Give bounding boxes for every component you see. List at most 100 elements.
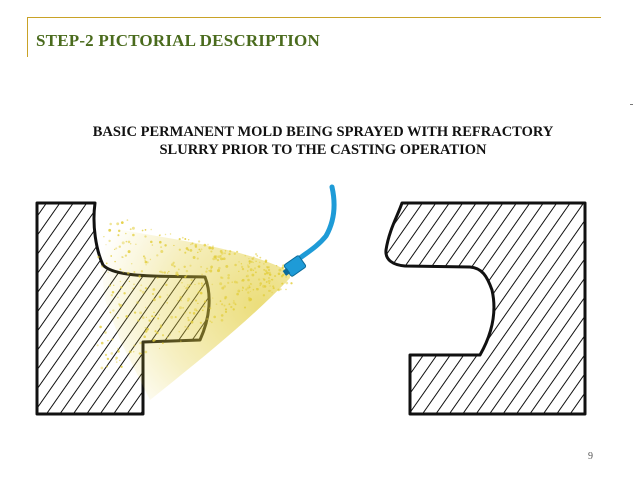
slurry-droplet	[119, 280, 122, 283]
slurry-droplet	[247, 278, 250, 282]
slurry-droplet	[200, 282, 203, 285]
slurry-droplet	[252, 261, 255, 264]
slurry-droplet	[169, 333, 171, 336]
slurry-droplet	[156, 254, 159, 257]
slurry-droplet	[210, 321, 213, 324]
slurry-droplet	[231, 281, 233, 283]
slurry-droplet	[180, 299, 183, 302]
slurry-droplet	[187, 297, 191, 301]
slurry-droplet	[262, 278, 264, 280]
slurry-droplet	[154, 330, 157, 333]
slurry-droplet	[236, 250, 239, 253]
slurry-droplet	[212, 245, 214, 247]
slurry-droplet	[108, 239, 111, 243]
slurry-droplet	[137, 319, 139, 322]
figure-caption: BASIC PERMANENT MOLD BEING SPRAYED WITH …	[18, 123, 628, 159]
slurry-droplet	[245, 275, 248, 278]
slurry-droplet	[259, 282, 262, 285]
slurry-droplet	[144, 235, 147, 238]
slurry-droplet	[178, 248, 181, 251]
slurry-droplet	[132, 233, 135, 237]
slurry-droplet	[165, 283, 168, 287]
slurry-droplet	[209, 269, 213, 273]
slurry-droplet	[233, 252, 236, 255]
slurry-droplet	[131, 226, 135, 230]
slurry-droplet	[164, 233, 167, 236]
slurry-droplet	[224, 310, 228, 313]
title-top-rule	[27, 17, 601, 18]
slurry-droplet	[271, 291, 273, 294]
slurry-droplet	[188, 239, 190, 241]
slurry-droplet	[278, 268, 282, 272]
slurry-droplet	[209, 320, 211, 322]
slurry-droplet	[114, 248, 116, 251]
slurry-droplet	[184, 287, 187, 289]
slurry-droplet	[186, 327, 190, 330]
slurry-droplet	[244, 306, 246, 309]
slurry-droplet	[144, 260, 148, 264]
slurry-droplet	[274, 275, 277, 278]
slurry-droplet	[229, 250, 232, 253]
slurry-droplet	[161, 271, 164, 274]
slurry-droplet	[247, 265, 250, 268]
slurry-droplet	[189, 284, 192, 287]
slurry-droplet	[163, 271, 166, 274]
slurry-droplet	[128, 350, 132, 354]
slurry-droplet	[194, 299, 198, 302]
title-left-rule	[27, 17, 28, 57]
slurry-droplet	[156, 331, 159, 335]
slurry-droplet	[142, 316, 145, 319]
slurry-droplet	[190, 320, 194, 324]
slurry-droplet	[259, 284, 261, 287]
slurry-droplet	[96, 344, 99, 347]
slurry-droplet	[127, 240, 131, 244]
slurry-droplet	[220, 314, 224, 317]
slurry-droplet	[259, 256, 262, 259]
slurry-droplet	[150, 228, 152, 231]
slide-title: STEP-2 PICTORIAL DESCRIPTION	[36, 31, 320, 50]
slurry-droplet	[199, 291, 203, 295]
slurry-droplet	[269, 273, 272, 276]
slurry-droplet	[249, 290, 252, 293]
slurry-droplet	[257, 278, 261, 281]
slurry-droplet	[203, 305, 206, 308]
slurry-droplet	[179, 340, 182, 343]
slurry-droplet	[223, 304, 226, 307]
slurry-droplet	[141, 290, 145, 294]
slurry-droplet	[248, 262, 251, 265]
slurry-droplet	[130, 243, 132, 245]
slurry-droplet	[225, 264, 229, 268]
slurry-droplet	[241, 267, 245, 271]
slurry-droplet	[181, 282, 183, 284]
slurry-droplet	[194, 283, 196, 286]
slurry-droplet	[254, 252, 258, 256]
slurry-droplet	[238, 261, 240, 263]
slurry-droplet	[207, 243, 209, 246]
slurry-droplet	[151, 292, 155, 296]
slurry-droplet	[132, 350, 135, 353]
slurry-droplet	[236, 292, 239, 296]
slurry-droplet	[244, 255, 246, 257]
slurry-droplet	[104, 331, 107, 334]
slurry-droplet	[268, 271, 271, 274]
slurry-droplet	[145, 264, 147, 266]
slurry-droplet	[144, 306, 147, 309]
slurry-droplet	[268, 289, 271, 293]
slurry-droplet	[206, 318, 209, 320]
slurry-droplet	[187, 316, 190, 319]
slurry-droplet	[115, 359, 117, 361]
slurry-droplet	[228, 252, 231, 256]
slurry-droplet	[184, 325, 187, 328]
slurry-droplet	[105, 262, 108, 265]
slurry-droplet	[143, 257, 147, 260]
slurry-droplet	[184, 311, 187, 314]
slurry-droplet	[219, 250, 223, 253]
slurry-droplet	[275, 264, 278, 267]
slurry-droplet	[197, 251, 199, 254]
slurry-droplet	[174, 316, 177, 319]
slurry-droplet	[152, 339, 155, 342]
slurry-droplet	[124, 254, 128, 257]
slurry-droplet	[161, 334, 165, 337]
slurry-droplet	[250, 283, 253, 286]
